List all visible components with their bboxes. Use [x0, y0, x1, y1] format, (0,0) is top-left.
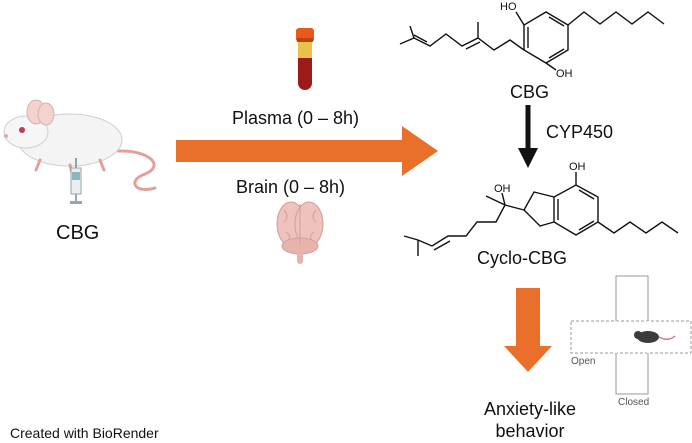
maze-closed-label: Closed	[618, 397, 650, 408]
maze-open-label: Open	[571, 356, 596, 367]
plus-maze-icon	[570, 275, 692, 395]
mouse-icon	[3, 99, 157, 191]
cyclo-cbg-label: Cyclo-CBG	[477, 248, 568, 268]
syringe-icon	[70, 158, 82, 204]
conversion-arrow	[518, 105, 538, 168]
biorender-credit: Created with BioRender	[10, 425, 159, 441]
oh-label-cyclo-top: OH	[569, 161, 586, 173]
enzyme-label: CYP450	[546, 122, 614, 142]
cbg-structure-label: CBG	[510, 82, 550, 102]
main-arrow	[176, 126, 438, 176]
mouse-in-maze-icon	[637, 331, 659, 343]
cbg-admin-label: CBG	[56, 222, 100, 244]
brain-label: Brain (0 – 8h)	[236, 177, 346, 197]
oh-label-bottom: OH	[556, 68, 573, 80]
brain-icon	[276, 201, 324, 264]
cbg-structure	[399, 11, 665, 71]
plasma-label: Plasma (0 – 8h)	[232, 108, 360, 128]
blood-tube-icon	[296, 28, 314, 90]
behavior-arrow	[504, 288, 552, 372]
cyclo-cbg-structure	[403, 172, 679, 256]
oh-label-top: HO	[500, 1, 517, 13]
behavior-label: Anxiety-like behavior	[483, 399, 577, 441]
oh-label-cyclo-side: OH	[494, 183, 511, 195]
